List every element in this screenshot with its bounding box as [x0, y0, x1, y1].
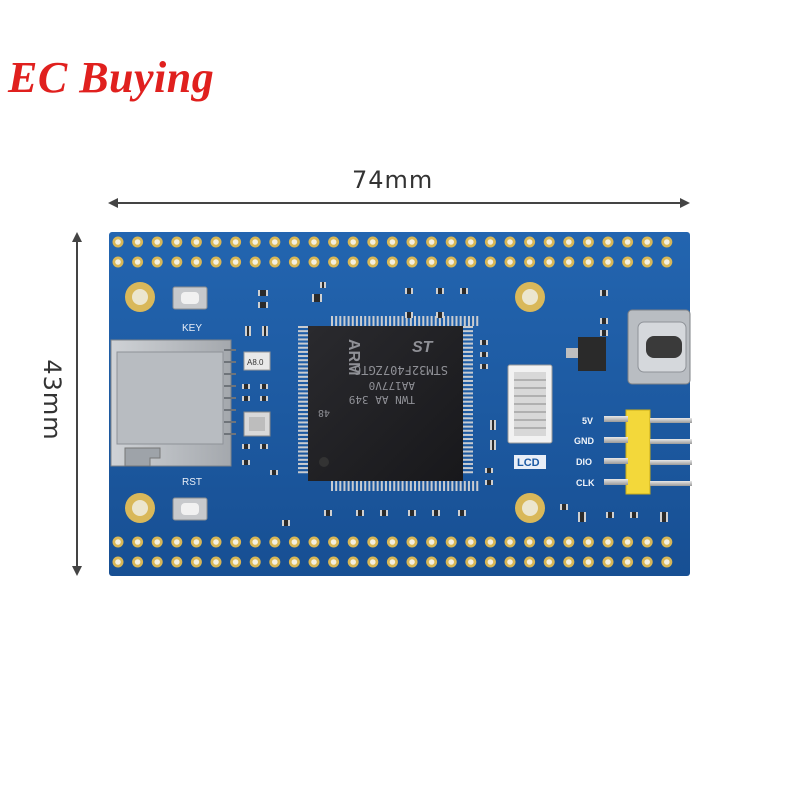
smd-part — [436, 312, 444, 318]
mcu-chip-pins — [298, 316, 479, 491]
smd-part — [458, 510, 466, 516]
crystal-small — [243, 411, 271, 437]
smd-part — [405, 312, 413, 318]
smd-part — [490, 420, 496, 430]
pin-label-clk: CLK — [576, 478, 595, 488]
usb-c-connector — [627, 309, 691, 385]
smd-part — [606, 512, 614, 518]
smd-part — [480, 364, 488, 369]
smd-part — [485, 480, 493, 485]
smd-part — [578, 512, 586, 522]
smd-part — [312, 294, 322, 302]
width-dimension-label: 74mm — [352, 166, 434, 194]
smd-part — [560, 504, 568, 510]
smd-part — [258, 290, 268, 296]
pin-hole-rows — [112, 236, 673, 568]
smd-part — [600, 330, 608, 336]
smd-components — [242, 282, 668, 526]
smd-part — [260, 384, 268, 389]
pin-label-gnd: GND — [574, 436, 595, 446]
smd-part — [630, 512, 638, 518]
smd-part — [320, 282, 326, 288]
smd-part — [356, 510, 364, 516]
voltage-regulator — [566, 337, 606, 371]
right-angle-pin-header — [604, 409, 692, 495]
width-dimension-arrow — [108, 198, 690, 208]
smd-part — [405, 288, 413, 294]
smd-part — [460, 288, 468, 294]
smd-part — [270, 470, 278, 475]
chip-line-4: 48 — [318, 407, 330, 418]
smd-part — [485, 468, 493, 473]
microsd-card-slot — [110, 339, 236, 467]
crystal-oscillator: A8.0 — [243, 351, 271, 371]
chip-part-number: STM32F407ZGT6 — [354, 363, 448, 377]
chip-line-2: AA177V0 — [369, 379, 415, 392]
smd-part — [480, 352, 488, 357]
smd-part — [324, 510, 332, 516]
smd-part — [600, 290, 608, 296]
key-button — [172, 286, 208, 310]
smd-part — [242, 396, 250, 401]
pin-label-dio: DIO — [576, 457, 592, 467]
smd-part — [490, 440, 496, 450]
smd-part — [436, 288, 444, 294]
key-label: KEY — [182, 323, 202, 334]
smd-part — [282, 520, 290, 526]
pin-labels: 5V GND DIO CLK — [574, 416, 595, 488]
rst-button — [172, 497, 208, 521]
mounting-holes — [125, 282, 545, 523]
smd-part — [242, 384, 250, 389]
smd-part — [600, 318, 608, 324]
smd-part — [480, 340, 488, 345]
chip-st-logo: ST — [412, 339, 434, 356]
smd-part — [260, 444, 268, 449]
height-dimension-arrow — [72, 232, 82, 576]
chip-line-3: TWN AA 349 — [349, 393, 415, 406]
mcu-chip — [308, 326, 463, 481]
smd-part — [242, 460, 250, 465]
pin-label-5v: 5V — [582, 416, 593, 426]
smd-part — [660, 512, 668, 522]
mcu-chip-markings: STM32F407ZGT6 AA177V0 TWN AA 349 48 — [318, 363, 448, 418]
smd-part — [408, 510, 416, 516]
lcd-label: LCD — [517, 457, 540, 469]
brand-logo-text: EC Buying — [8, 53, 215, 102]
lcd-fpc-connector — [507, 364, 553, 444]
smd-part — [380, 510, 388, 516]
smd-part — [432, 510, 440, 516]
smd-part — [260, 396, 268, 401]
rst-label: RST — [182, 477, 202, 488]
crystal-label: A8.0 — [247, 358, 264, 367]
chip-arm-logo: ARM — [345, 339, 362, 375]
smd-part — [242, 444, 250, 449]
smd-part — [245, 326, 251, 336]
smd-part — [258, 302, 268, 308]
smd-part — [262, 326, 268, 336]
